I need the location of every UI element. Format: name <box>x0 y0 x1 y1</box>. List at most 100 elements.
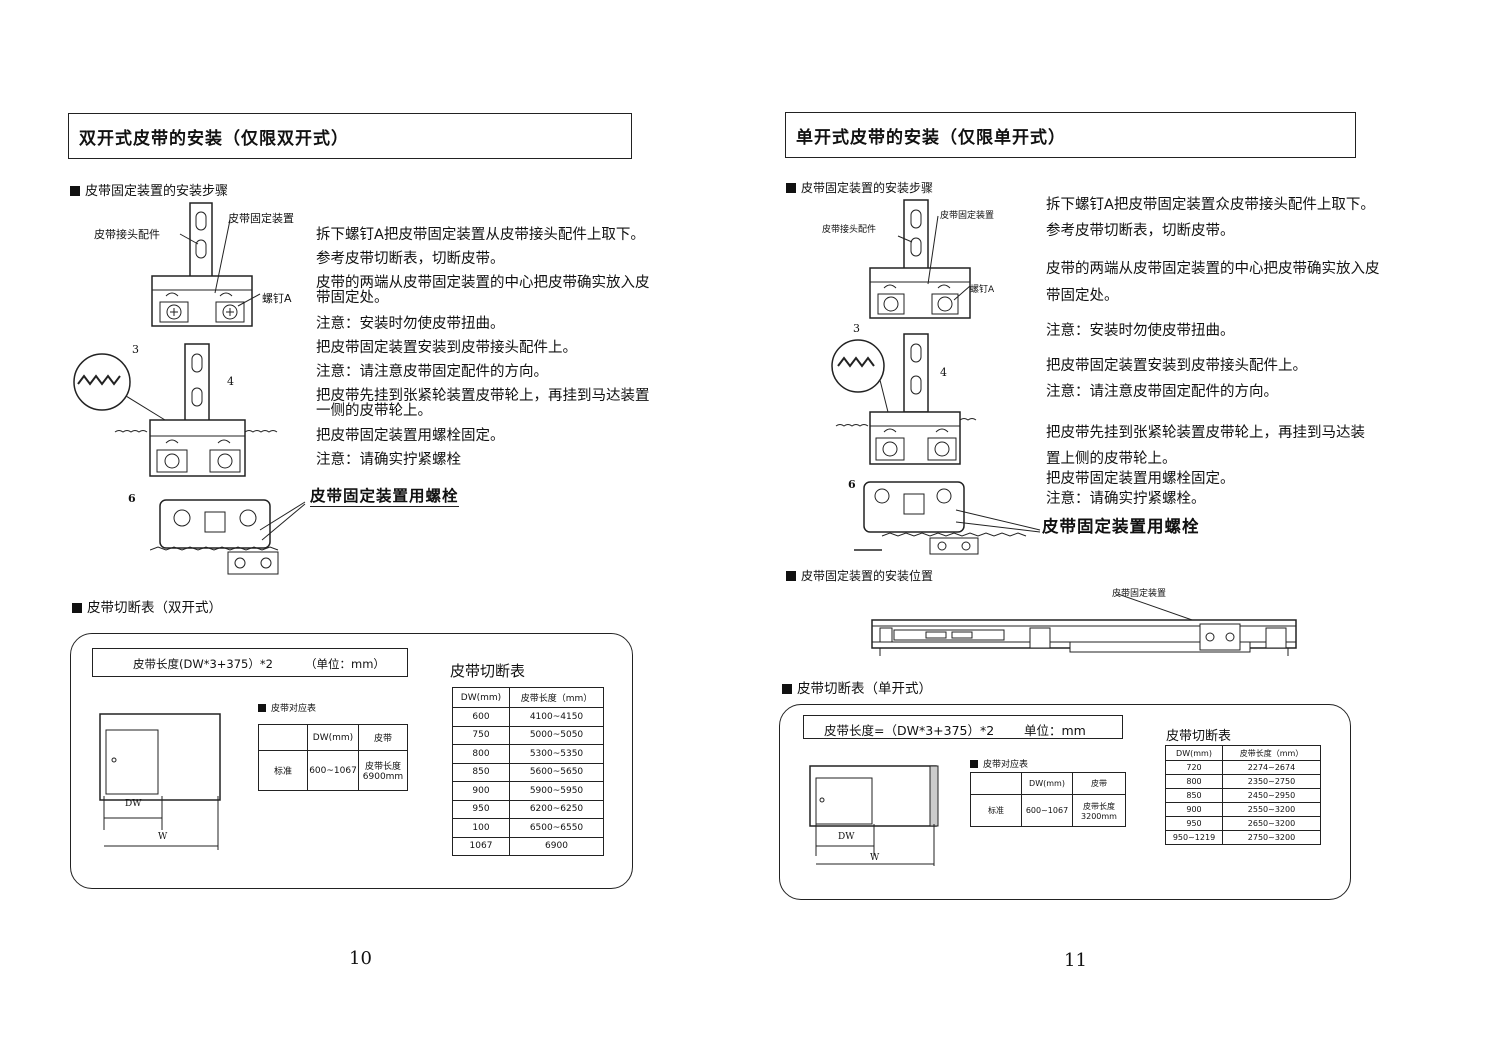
cut-cell-length: 6200~6250 <box>509 799 604 819</box>
bullet-square-icon <box>258 704 266 712</box>
left-label-screw: 螺钉A <box>262 292 292 305</box>
left-title-box: 双开式皮带的安装（仅限双开式） <box>68 113 632 159</box>
cut-cell-length: 5300~5350 <box>509 744 604 764</box>
cut-cell-dw: 800 <box>452 744 510 764</box>
corr-row-dw: 600~1067 <box>307 750 359 791</box>
left-step-line: 注意：请确实拧紧螺栓 <box>316 452 461 468</box>
right-cut-panel <box>779 704 1351 900</box>
right-page-number: 11 <box>1064 950 1087 971</box>
right-table-title: 皮带切断表 <box>1166 729 1232 744</box>
right-step-line: 把皮带固定装置安装到皮带接头配件上。 <box>1046 358 1307 374</box>
corr-row-label: 标准 <box>970 794 1022 827</box>
corr-row-belt: 皮带长度 6900mm <box>358 750 408 791</box>
left-step4-number: 4 <box>227 375 234 388</box>
left-step-line: 注意：安装时勿使皮带扭曲。 <box>316 316 505 332</box>
cut-cell-dw: 800 <box>1165 774 1223 789</box>
cut-cell-length: 2274~2674 <box>1222 760 1321 775</box>
cut-header-dw: DW(mm) <box>1165 745 1223 761</box>
left-step-line: 把皮带固定装置用螺栓固定。 <box>316 428 505 444</box>
right-step-line: 参考皮带切断表，切断皮带。 <box>1046 223 1235 239</box>
left-corr-table: DW(mm) 皮带 标准 600~1067 皮带长度 6900mm <box>258 724 408 791</box>
cut-cell-length: 2550~3200 <box>1222 802 1321 817</box>
left-step-line: 一侧的皮带轮上。 <box>316 403 432 419</box>
right-door-diagram <box>809 765 939 866</box>
right-step-line: 带固定处。 <box>1046 288 1119 304</box>
right-formula-box: 皮带长度=（DW*3+375）*2 单位：mm <box>803 715 1123 739</box>
cut-cell-dw: 100 <box>452 818 510 838</box>
left-unit: （单位：mm） <box>305 657 385 671</box>
cut-cell-dw: 850 <box>1165 788 1223 803</box>
left-install-heading: 皮带固定装置的安装步骤 <box>70 180 228 199</box>
cut-cell-length: 5000~5050 <box>509 725 604 745</box>
left-label-connector: 皮带接头配件 <box>94 228 160 241</box>
bullet-square-icon <box>782 684 792 694</box>
right-step4-number: 4 <box>940 366 947 379</box>
right-bolt-diagram <box>854 481 1041 555</box>
cut-cell-dw: 1067 <box>452 836 510 856</box>
right-label-fixing: 皮带固定装置 <box>940 211 995 221</box>
left-bolt-diagram <box>150 499 306 575</box>
corr-header-dw: DW(mm) <box>307 724 359 751</box>
left-label-fixing: 皮带固定装置 <box>228 212 294 225</box>
bullet-square-icon <box>70 186 80 196</box>
cut-cell-length: 6500~6550 <box>509 818 604 838</box>
left-belt-fixing-diagram <box>73 343 278 477</box>
right-door-dw-label: DW <box>838 832 855 842</box>
right-operator-rail-diagram <box>871 593 1297 656</box>
cut-header-dw: DW(mm) <box>452 687 510 708</box>
bullet-square-icon <box>970 760 978 768</box>
cut-cell-dw: 900 <box>1165 802 1223 817</box>
left-page-title: 双开式皮带的安装（仅限双开式） <box>79 129 349 149</box>
cut-cell-length: 2450~2950 <box>1222 788 1321 803</box>
right-page-title: 单开式皮带的安装（仅限单开式） <box>796 128 1066 148</box>
cut-cell-length: 2750~3200 <box>1222 830 1321 845</box>
cut-cell-dw: 950 <box>452 799 510 819</box>
left-step-line: 带固定处。 <box>316 290 389 306</box>
left-step-line: 把皮带固定装置安装到皮带接头配件上。 <box>316 340 577 356</box>
bullet-square-icon <box>786 183 796 193</box>
cut-cell-length: 6900 <box>509 836 604 856</box>
right-position-label: 皮带固定装置 <box>1112 589 1167 599</box>
right-position-heading: 皮带固定装置的安装位置 <box>786 567 933 584</box>
corr-empty-cell <box>258 724 308 751</box>
right-step-line: 皮带的两端从皮带固定装置的中心把皮带确实放入皮 <box>1046 261 1380 277</box>
bullet-square-icon <box>786 571 796 581</box>
right-corr-heading: 皮带对应表 <box>970 757 1028 770</box>
corr-row-dw: 600~1067 <box>1021 794 1073 827</box>
right-step-line: 把皮带先挂到张紧轮装置皮带轮上，再挂到马达装 <box>1046 425 1365 441</box>
left-door-diagram <box>99 713 221 850</box>
right-label-screw: 螺钉A <box>970 285 995 295</box>
right-cut-heading: 皮带切断表（单开式） <box>782 677 932 697</box>
left-cut-heading: 皮带切断表（双开式） <box>72 596 222 616</box>
right-step6-number: 6 <box>848 478 856 491</box>
right-step3-number: 3 <box>853 322 860 335</box>
right-step-line: 置上侧的皮带轮上。 <box>1046 451 1177 467</box>
bullet-square-icon <box>72 603 82 613</box>
cut-cell-length: 2650~3200 <box>1222 816 1321 831</box>
left-bolt-callout: 皮带固定装置用螺栓 <box>310 484 459 507</box>
left-cut-panel <box>70 633 633 889</box>
right-step-line: 注意：请确实拧紧螺栓。 <box>1046 491 1206 507</box>
left-door-w-label: W <box>158 832 168 842</box>
cut-cell-dw: 850 <box>452 762 510 782</box>
cut-cell-dw: 750 <box>452 725 510 745</box>
right-install-heading: 皮带固定装置的安装步骤 <box>786 179 933 196</box>
right-step-line: 拆下螺钉A把皮带固定装置众皮带接头配件上取下。 <box>1046 197 1375 213</box>
left-table-title: 皮带切断表 <box>450 662 526 680</box>
left-formula-box: 皮带长度(DW*3+375）*2 （单位：mm） <box>92 648 408 677</box>
corr-header-belt: 皮带 <box>358 724 408 751</box>
corr-row-label: 标准 <box>258 750 308 791</box>
cut-cell-dw: 600 <box>452 707 510 727</box>
left-step-line: 把皮带先挂到张紧轮装置皮带轮上，再挂到马达装置 <box>316 388 650 404</box>
cut-header-length: 皮带长度（mm） <box>509 687 604 708</box>
left-step-line: 参考皮带切断表，切断皮带。 <box>316 251 505 267</box>
left-bracket-diagram <box>151 202 261 327</box>
cut-cell-length: 4100~4150 <box>509 707 604 727</box>
right-step-line: 注意：请注意皮带固定配件的方向。 <box>1046 384 1278 400</box>
corr-empty-cell <box>970 772 1022 795</box>
left-step-line: 拆下螺钉A把皮带固定装置从皮带接头配件上取下。 <box>316 227 645 243</box>
right-unit: 单位：mm <box>1024 723 1086 738</box>
right-title-box: 单开式皮带的安装（仅限单开式） <box>785 112 1356 158</box>
